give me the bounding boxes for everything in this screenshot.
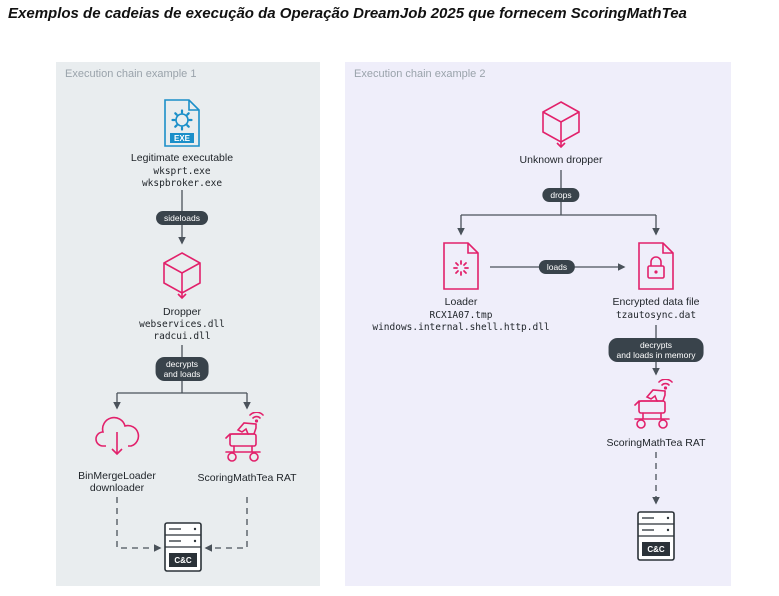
trojan-horse-icon-2 (634, 379, 673, 429)
cc-label-2: C&C (647, 545, 665, 554)
diagram-title: Exemplos de cadeias de execução da Opera… (8, 5, 687, 22)
unknown-dropper-title: Unknown dropper (519, 154, 603, 166)
loader-file-icon (443, 242, 479, 290)
edge-label-drops: drops (542, 188, 580, 202)
cc-server-icon-2: C&C (637, 511, 675, 561)
dropper-cube-icon (163, 252, 201, 300)
exe-badge-text: EXE (174, 134, 191, 143)
dropper-file-2: radcui.dll (153, 331, 211, 342)
rat1-title: ScoringMathTea RAT (197, 472, 297, 484)
chain2-heading: Execution chain example 2 (354, 68, 486, 80)
dropper-file-1: webservices.dll (139, 319, 225, 330)
downloader-title-2: downloader (89, 482, 145, 494)
execution-chain-2-panel: Execution chain example 2 (345, 62, 731, 586)
edge-label-loads-in-memory: and loads in memory (616, 350, 696, 360)
rat2-title: ScoringMathTea RAT (606, 437, 706, 449)
legit-executable-title: Legitimate executable (130, 152, 234, 164)
exe-file-icon: EXE (164, 99, 200, 147)
cc-label-1: C&C (174, 556, 192, 565)
unknown-dropper-cube-icon (542, 101, 580, 149)
downloader-title-1: BinMergeLoader (78, 470, 156, 482)
encrypted-file-name: tzautosync.dat (615, 310, 697, 321)
edge-label-loads: loads (538, 260, 576, 274)
chain1-heading: Execution chain example 1 (65, 68, 197, 80)
loader-file-1: RCX1A07.tmp (429, 310, 493, 321)
edge-label-and-loads: and loads (163, 369, 201, 379)
loader-title: Loader (444, 296, 478, 308)
execution-chain-1-panel: Execution chain example 1 (56, 62, 320, 586)
legit-file-1: wksprt.exe (153, 166, 211, 177)
edge-label-decrypts-2: decrypts (639, 340, 673, 350)
encrypted-file-icon (638, 242, 674, 290)
edge-label-decrypts-in-memory: decrypts and loads in memory (608, 338, 704, 362)
cc-server-icon-1: C&C (164, 522, 202, 572)
loader-file-2: windows.internal.shell.http.dll (372, 322, 550, 333)
cloud-download-icon (95, 416, 140, 456)
encrypted-file-title: Encrypted data file (612, 296, 700, 308)
dropper-title: Dropper (163, 306, 201, 318)
legit-file-2: wkspbroker.exe (141, 178, 223, 189)
trojan-horse-icon (225, 412, 264, 462)
edge-label-decrypts: decrypts (165, 359, 199, 369)
edge-label-sideloads: sideloads (156, 211, 208, 225)
edge-label-decrypts-and-loads: decrypts and loads (155, 357, 209, 381)
